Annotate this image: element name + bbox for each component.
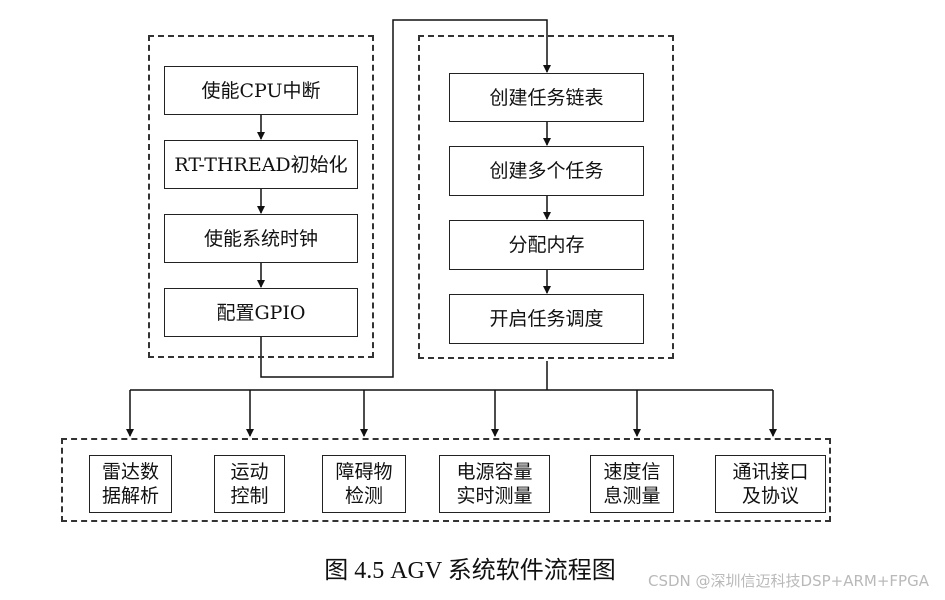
box-obstacle-detection: 障碍物 检测 [322, 455, 406, 513]
box-power-measurement: 电源容量 实时测量 [439, 455, 550, 513]
arrow-left-to-right [260, 19, 551, 378]
box-enable-system-clock: 使能系统时钟 [164, 214, 358, 263]
task-group-container [418, 35, 674, 359]
box-communication-protocol: 通讯接口 及协议 [715, 455, 826, 513]
box-rtthread-init: RT-THREAD初始化 [164, 140, 358, 189]
box-speed-measurement: 速度信 息测量 [590, 455, 674, 513]
box-configure-gpio: 配置GPIO [164, 288, 358, 337]
box-motion-control: 运动 控制 [214, 455, 285, 513]
box-allocate-memory: 分配内存 [449, 220, 644, 270]
box-radar-parsing: 雷达数 据解析 [89, 455, 172, 513]
box-create-task-list: 创建任务链表 [449, 73, 644, 122]
init-group-container [148, 35, 374, 358]
figure-caption: 图 4.5 AGV 系统软件流程图 [324, 558, 616, 584]
box-enable-cpu-interrupt: 使能CPU中断 [164, 66, 358, 115]
module-group-container [61, 438, 831, 522]
box-start-scheduler: 开启任务调度 [449, 294, 644, 344]
watermark: CSDN @深圳信迈科技DSP+ARM+FPGA [648, 572, 929, 590]
box-create-tasks: 创建多个任务 [449, 146, 644, 196]
